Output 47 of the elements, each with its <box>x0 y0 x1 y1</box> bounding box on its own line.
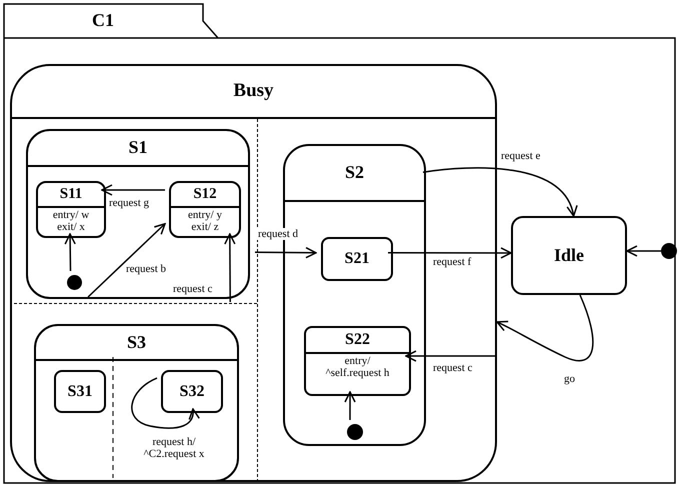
edge-label: request e <box>500 150 542 162</box>
state-actions: entry/ y exit/ z <box>187 209 223 233</box>
transition-arrow <box>422 167 576 217</box>
state-name: S32 <box>180 382 204 400</box>
state-box <box>161 370 223 413</box>
edge-label: request h/ ^C2.request x <box>142 436 206 460</box>
initial-state-dot <box>661 243 677 259</box>
state-box <box>511 216 627 295</box>
edge-label: request g <box>108 197 150 209</box>
edge-label: request c <box>172 283 214 295</box>
transition-arrow <box>388 247 512 259</box>
transition-arrow <box>224 233 236 302</box>
state-name: S11 <box>60 186 82 203</box>
transition-arrow <box>405 350 497 362</box>
transition-arrow <box>64 233 76 272</box>
state-name: C1 <box>92 10 114 30</box>
transition-arrow <box>496 294 594 362</box>
state-box <box>304 326 411 396</box>
transition-arrow <box>88 223 166 298</box>
edge-label: request c <box>432 362 474 374</box>
edge-label: request f <box>432 256 472 268</box>
transition-arrow <box>101 184 165 196</box>
state-name: S12 <box>193 186 217 203</box>
initial-state-dot <box>347 424 363 440</box>
initial-state-dot <box>67 275 82 290</box>
edge-label: request d <box>257 228 300 240</box>
state-name: S21 <box>344 250 370 268</box>
transition-arrow <box>131 377 200 429</box>
state-box <box>321 237 393 281</box>
transition-arrow <box>344 391 356 420</box>
state-box <box>54 370 106 413</box>
edge-label: go <box>563 373 576 385</box>
state-name: S2 <box>344 163 364 183</box>
state-name: S3 <box>126 332 146 352</box>
state-name: S31 <box>68 382 92 400</box>
state-name: S1 <box>128 138 148 158</box>
state-box <box>169 181 241 238</box>
state-name: S22 <box>345 331 370 349</box>
edge-label: request b <box>125 263 168 275</box>
state-box <box>36 181 106 238</box>
state-actions: entry/ ^self.request h <box>324 355 390 379</box>
state-name: Busy <box>233 81 274 102</box>
transition-arrow <box>626 245 661 257</box>
state-actions: entry/ w exit/ x <box>52 209 90 233</box>
state-name: Idle <box>554 246 584 266</box>
transition-arrow <box>255 246 317 258</box>
state-box <box>34 324 239 482</box>
